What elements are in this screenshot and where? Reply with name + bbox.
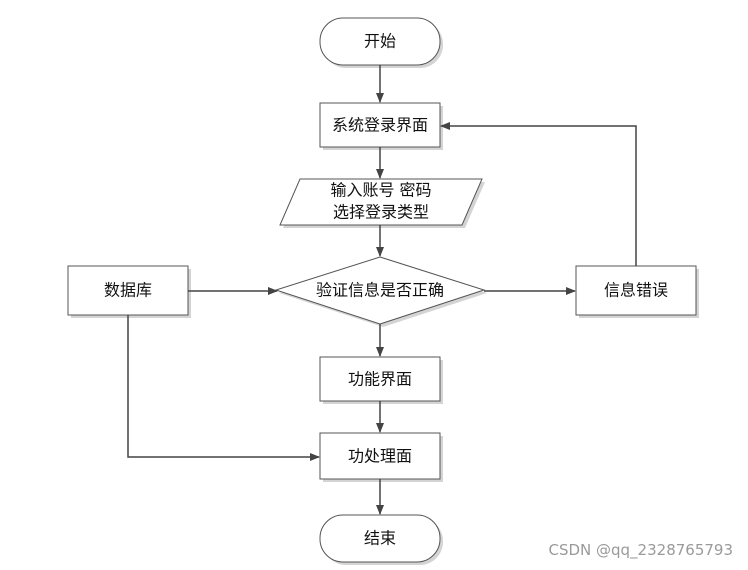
login-screen-label: 系统登录界面	[332, 116, 428, 135]
verify-decision-node: 验证信息是否正确	[274, 256, 487, 327]
input-credentials-node: 输入账号 密码 选择登录类型	[279, 178, 485, 228]
end-label: 结束	[364, 529, 396, 548]
verify-decision-label: 验证信息是否正确	[316, 281, 444, 300]
login-screen-node: 系统登录界面	[319, 102, 443, 150]
database-label: 数据库	[104, 281, 152, 300]
error-label: 信息错误	[604, 281, 668, 300]
function-screen-label: 功能界面	[348, 370, 412, 389]
arrow-database-to-processing	[127, 315, 320, 461]
database-node: 数据库	[67, 265, 191, 318]
processing-label: 功处理面	[348, 447, 412, 466]
start-node: 开始	[319, 17, 443, 68]
start-label: 开始	[364, 32, 396, 51]
watermark: CSDN @qq_2328765793	[548, 541, 733, 560]
arrow-error-to-login	[440, 122, 637, 266]
end-node: 结束	[319, 514, 443, 565]
error-node: 信息错误	[575, 265, 699, 318]
processing-node: 功处理面	[319, 432, 443, 482]
input-credentials-line2: 选择登录类型	[333, 203, 429, 222]
function-screen-node: 功能界面	[319, 356, 443, 404]
input-credentials-line1: 输入账号 密码	[330, 181, 431, 200]
